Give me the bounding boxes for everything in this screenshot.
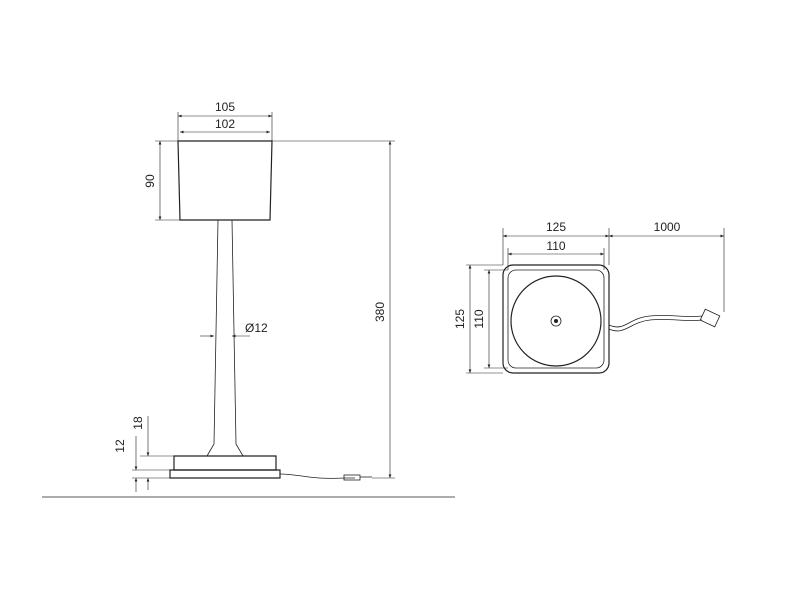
lamp-base-plate <box>169 469 281 479</box>
center-button-inner <box>554 319 558 323</box>
side-plug <box>343 474 361 481</box>
dim-shade-height: 90 <box>143 174 157 188</box>
top-cable <box>608 315 703 328</box>
lamp-stem <box>213 219 237 445</box>
dim-base-plate-height: 12 <box>113 439 127 453</box>
top-plug <box>699 308 721 328</box>
dim-stem-diameter: Ø12 <box>245 321 268 335</box>
base-outer-square <box>502 264 610 374</box>
top-cable-edge <box>608 319 703 332</box>
dim-base-outer-v: 125 <box>453 309 467 329</box>
lamp-base <box>173 455 277 471</box>
side-view: 105 102 90 Ø12 380 18 12 <box>42 100 455 498</box>
top-view: 125 110 1000 125 110 <box>453 220 725 374</box>
dim-base-outer: 125 <box>546 220 566 234</box>
lamp-shade <box>177 140 273 221</box>
center-button-outer <box>550 315 562 327</box>
dim-shade-outer: 105 <box>215 100 235 114</box>
dim-cable-length: 1000 <box>654 220 681 234</box>
side-cable <box>279 473 355 479</box>
stem-collar <box>206 443 244 457</box>
base-inner-square <box>507 269 605 369</box>
dim-base-inner: 110 <box>546 239 565 253</box>
dim-total-height: 380 <box>373 302 387 322</box>
shade-circle <box>510 275 602 367</box>
dim-base-height: 18 <box>131 416 145 430</box>
dim-base-inner-v: 110 <box>472 309 486 328</box>
dim-shade-inner: 102 <box>215 117 235 131</box>
